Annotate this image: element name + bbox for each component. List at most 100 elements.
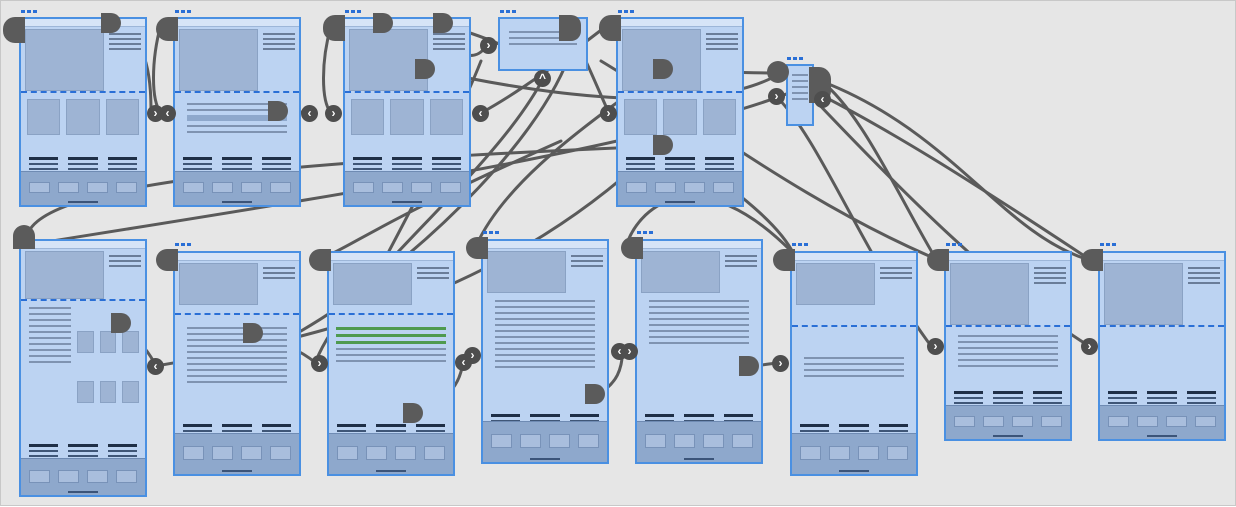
nav-bar	[792, 253, 916, 261]
artboard-menu-icon[interactable]	[1100, 243, 1116, 247]
artboard-menu-icon[interactable]	[21, 10, 37, 14]
artboard-payment[interactable]	[790, 251, 918, 476]
link-target-right-icon[interactable]: ›	[1081, 338, 1098, 355]
link-target-right-icon[interactable]: ›	[325, 105, 342, 122]
link-source-handle[interactable]	[773, 249, 795, 271]
link-target-left-icon[interactable]: ‹	[301, 105, 318, 122]
link-source-handle[interactable]	[559, 15, 581, 41]
link-target-right-icon[interactable]: ›	[927, 338, 944, 355]
card-row	[624, 99, 736, 135]
result-cards	[76, 331, 139, 353]
link-target-right-icon[interactable]: ›	[768, 88, 785, 105]
side-text	[570, 252, 603, 287]
artboard-menu-icon[interactable]	[175, 243, 191, 247]
nav-bar	[946, 253, 1070, 261]
link-source-handle[interactable]	[373, 13, 393, 33]
footer	[329, 433, 453, 474]
artboard-menu-icon[interactable]	[618, 10, 634, 14]
fold-line	[618, 91, 742, 93]
nav-bar	[483, 241, 607, 249]
side-text	[879, 264, 912, 299]
artboard-menu-icon[interactable]	[637, 231, 653, 235]
payment-form	[804, 353, 904, 381]
hero-image	[179, 29, 258, 91]
link-source-handle[interactable]	[739, 356, 759, 376]
link-target-left-icon[interactable]: ‹	[472, 105, 489, 122]
link-target-right-icon[interactable]: ›	[621, 343, 638, 360]
link-target-right-icon[interactable]: ›	[464, 347, 481, 364]
artboard-menu-icon[interactable]	[787, 57, 803, 61]
link-source-handle[interactable]	[101, 13, 121, 33]
link-source-handle[interactable]	[415, 59, 435, 79]
info-columns	[183, 154, 291, 173]
link-source-handle[interactable]	[653, 135, 673, 155]
artboard-booking-confirm[interactable]	[944, 251, 1072, 441]
link-source-handle[interactable]	[767, 61, 789, 83]
link-target-left-icon[interactable]: ‹	[814, 91, 831, 108]
link-source-handle[interactable]	[585, 384, 605, 404]
link-target-right-icon[interactable]: ›	[600, 105, 617, 122]
artboard-menu-icon[interactable]	[946, 243, 962, 247]
artboard-menu-icon[interactable]	[792, 243, 808, 247]
artboard-menu-icon[interactable]	[500, 10, 516, 14]
confirm-details	[958, 331, 1058, 371]
link-source-handle[interactable]	[323, 15, 345, 41]
side-text	[432, 30, 465, 82]
artboard-home-1[interactable]	[19, 17, 147, 207]
link-target-left-icon[interactable]: ‹	[159, 105, 176, 122]
link-source-handle[interactable]	[599, 15, 621, 41]
hero-image	[487, 251, 566, 293]
footer	[618, 170, 742, 205]
link-target-left-icon[interactable]: ‹	[147, 358, 164, 375]
link-source-handle[interactable]	[243, 323, 263, 343]
artboard-schedule-grid[interactable]	[173, 251, 301, 476]
footer	[175, 170, 299, 205]
info-columns	[954, 388, 1062, 407]
link-source-handle[interactable]	[433, 13, 453, 33]
link-source-handle[interactable]	[13, 225, 35, 249]
link-source-handle[interactable]	[309, 249, 331, 271]
artboard-booking-details-2[interactable]	[635, 239, 763, 464]
result-cards	[76, 381, 139, 403]
artboard-browse-list[interactable]	[19, 239, 147, 497]
footer	[1100, 404, 1224, 439]
artboard-menu-icon[interactable]	[345, 10, 361, 14]
menu-items	[792, 70, 808, 104]
artboard-home-3[interactable]	[616, 17, 744, 207]
link-source-handle[interactable]	[268, 101, 288, 121]
link-source-handle[interactable]	[621, 237, 643, 259]
hero-image	[179, 263, 258, 305]
hero-image	[796, 263, 875, 305]
link-source-handle[interactable]	[156, 17, 178, 41]
link-source-handle[interactable]	[403, 403, 423, 423]
link-target-up-icon[interactable]: ^	[534, 70, 551, 87]
info-columns	[29, 441, 137, 460]
artboard-menu-icon[interactable]	[483, 231, 499, 235]
link-wire	[819, 79, 938, 261]
footer	[175, 433, 299, 474]
artboard-seat-picker[interactable]	[327, 251, 455, 476]
link-source-handle[interactable]	[653, 59, 673, 79]
nav-bar	[175, 19, 299, 27]
fold-line	[329, 313, 453, 315]
link-target-right-icon[interactable]: ›	[772, 355, 789, 372]
link-source-handle[interactable]	[3, 17, 25, 43]
footer	[637, 421, 761, 462]
link-source-handle[interactable]	[927, 249, 949, 271]
hero-image	[25, 29, 104, 91]
link-source-handle[interactable]	[1081, 249, 1103, 271]
side-text	[705, 30, 738, 82]
link-source-handle[interactable]	[111, 313, 131, 333]
artboard-home-2[interactable]	[343, 17, 471, 207]
nav-bar	[21, 241, 145, 249]
artboard-menu-icon[interactable]	[175, 10, 191, 14]
link-source-handle[interactable]	[466, 237, 488, 259]
link-target-right-icon[interactable]: ›	[311, 355, 328, 372]
artboard-booking-details-1[interactable]	[481, 239, 609, 464]
link-target-right-icon[interactable]: ›	[480, 37, 497, 54]
link-source-handle[interactable]	[156, 249, 178, 271]
hero-image	[333, 263, 412, 305]
fold-line	[175, 91, 299, 93]
nav-bar	[618, 19, 742, 27]
artboard-booking-history[interactable]	[1098, 251, 1226, 441]
